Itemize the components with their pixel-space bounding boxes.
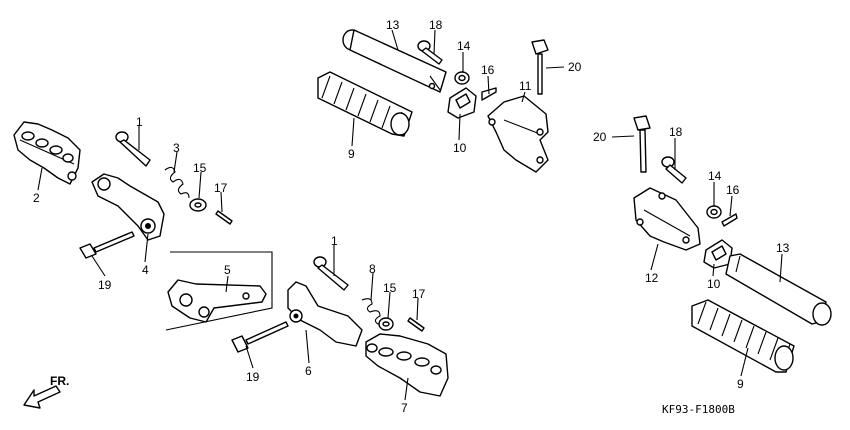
cotter-pin-left (215, 210, 233, 225)
callout-17: 18 (429, 18, 443, 32)
callout-19: 16 (481, 63, 495, 77)
cotter-pin-middle (407, 317, 425, 332)
bolt-right (633, 115, 651, 173)
callout-5: 17 (214, 181, 228, 195)
rubber-grip-top (317, 71, 413, 137)
front-direction-arrow: FR. (23, 374, 69, 409)
callout-11: 15 (383, 281, 397, 295)
callout-24: 20 (593, 130, 607, 144)
pin-top (417, 40, 443, 65)
bracket-middle (287, 281, 363, 347)
rubber-grip-right (691, 299, 795, 373)
callout-6: 19 (98, 278, 112, 292)
callout-30: 13 (776, 241, 790, 255)
callout-22: 9 (348, 147, 355, 161)
bracket-top (487, 95, 549, 173)
callout-7: 4 (142, 263, 149, 277)
bracket-right (633, 187, 701, 251)
callout-15: 7 (401, 401, 408, 415)
callout-8: 5 (224, 263, 231, 277)
bracket-part-5 (167, 279, 267, 323)
callout-18: 14 (457, 39, 471, 53)
pin-right (661, 156, 687, 184)
diagram-code: KF93-F1800B (662, 403, 735, 416)
shaft-top (342, 29, 447, 93)
callout-16: 13 (386, 18, 400, 32)
inset-frame (165, 251, 273, 331)
bracket-left (91, 173, 165, 241)
callout-26: 14 (708, 169, 722, 183)
callout-21: 20 (568, 60, 582, 74)
bolt-left (79, 231, 135, 259)
front-label: FR. (50, 374, 69, 388)
callout-2: 2 (33, 191, 40, 205)
callout-13: 19 (246, 370, 260, 384)
callout-27: 16 (726, 183, 740, 197)
shaft-right (725, 253, 832, 326)
callout-3: 3 (173, 141, 180, 155)
callout-4: 15 (193, 161, 207, 175)
callout-12: 17 (412, 287, 426, 301)
leader-lines (37, 29, 783, 401)
callout-1: 1 (136, 115, 143, 129)
callout-31: 9 (737, 377, 744, 391)
plate-washer-right (703, 239, 733, 269)
footpeg-left-rear (13, 121, 81, 185)
bolt-middle (231, 321, 289, 353)
cotter-pin-right (721, 213, 738, 227)
callout-14: 6 (305, 364, 312, 378)
callout-29: 10 (707, 277, 721, 291)
callout-20: 11 (519, 79, 532, 93)
callout-9: 1 (331, 234, 338, 248)
callout-23: 10 (453, 141, 467, 155)
pin-left (115, 131, 151, 167)
pin-middle (313, 256, 349, 291)
footpeg-middle (365, 333, 449, 397)
plate-washer-top (447, 87, 477, 119)
spring-left (164, 166, 190, 199)
callout-28: 12 (645, 271, 659, 285)
callout-25: 18 (669, 125, 683, 139)
callout-labels: 1 2 3 15 17 19 4 5 1 8 15 17 19 6 7 13 1… (33, 18, 790, 415)
callout-10: 8 (369, 262, 376, 276)
bolt-top (531, 39, 549, 95)
